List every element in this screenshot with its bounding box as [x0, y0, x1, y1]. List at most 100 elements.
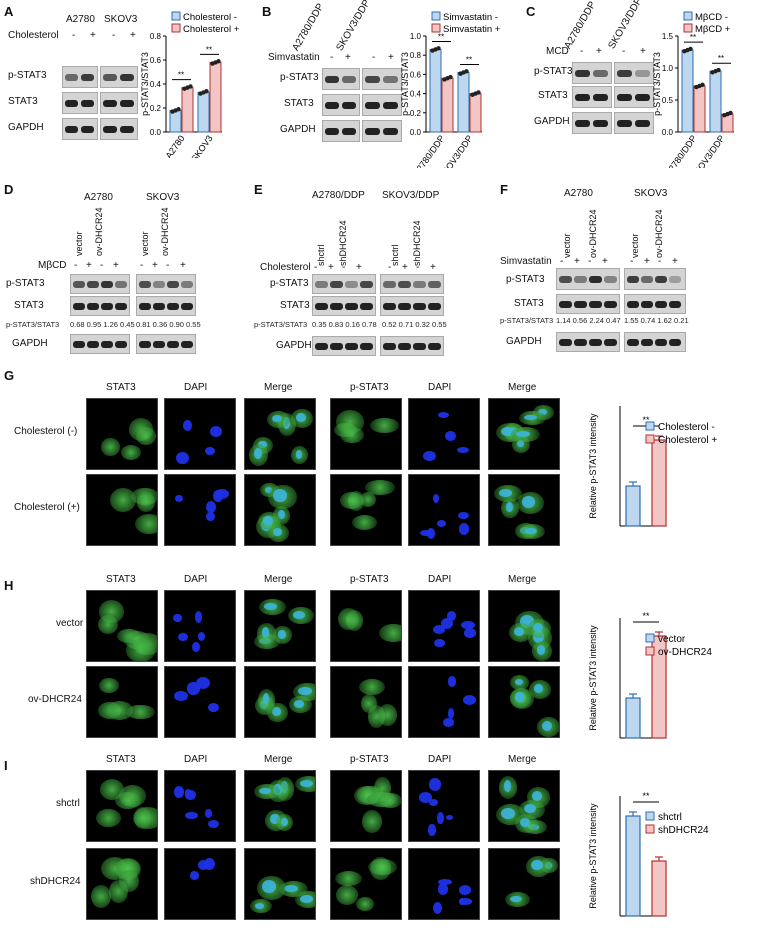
plus-sign: +	[640, 46, 646, 57]
cell-line-label: SKOV3/DDP	[382, 190, 440, 201]
western-blot	[70, 334, 130, 354]
data-point	[216, 59, 221, 64]
y-tick-label: 0.6	[410, 70, 422, 79]
blot-row-label: STAT3	[284, 98, 314, 109]
cell-line-label: A2780	[66, 14, 95, 25]
ratio-values: 1.55 0.74 1.62 0.21	[624, 316, 689, 325]
y-tick-label: 1.5	[662, 32, 674, 41]
fluorescence-image	[408, 474, 480, 546]
data-point	[436, 46, 441, 51]
western-blot	[614, 86, 654, 108]
y-axis-label: p-STAT3/STAT3	[652, 52, 662, 116]
y-axis-label: p-STAT3/STAT3	[140, 52, 150, 116]
y-tick-label: 0.8	[410, 51, 422, 60]
fluorescence-image	[164, 474, 236, 546]
column-header: p-STAT3	[350, 382, 389, 393]
blot-row-label: GAPDH	[8, 122, 44, 133]
y-tick-label: 0.8	[150, 32, 162, 41]
western-blot	[380, 296, 444, 316]
legend-label: shctrl	[658, 812, 682, 823]
fluorescence-image	[330, 770, 402, 842]
y-axis-label: p-STAT3/STAT3	[400, 52, 410, 116]
plus-sign: +	[113, 260, 119, 271]
bar	[441, 77, 454, 133]
panel-label-e: E	[254, 182, 263, 197]
group-label: vector	[74, 231, 84, 256]
group-label: vector	[562, 233, 572, 258]
minus-sign: -	[140, 260, 144, 271]
legend-label: vector	[658, 634, 686, 645]
cell-line-label: A2780/DDP	[290, 1, 327, 53]
western-blot	[556, 268, 620, 290]
legend-swatch	[645, 646, 655, 656]
minus-sign: -	[112, 30, 116, 41]
bar-chart: 0.00.51.01.5p-STAT3/STAT3**A2780/DDP**SK…	[652, 11, 734, 168]
fluorescence-image	[488, 590, 560, 662]
fluorescence-image	[244, 590, 316, 662]
cell-line-label: SKOV3	[634, 188, 668, 199]
blot-row-label: GAPDH	[280, 124, 316, 135]
blot-row-label: GAPDH	[506, 336, 542, 347]
fluorescence-image	[488, 474, 560, 546]
blot-row-label: p-STAT3	[270, 278, 309, 289]
ratio-values: 0.52 0.71 0.32 0.55	[382, 320, 447, 329]
treatment-label: Cholesterol	[8, 30, 59, 41]
fluorescence-image	[164, 398, 236, 470]
blot-row-label: STAT3	[538, 90, 568, 101]
legend-swatch	[171, 11, 181, 21]
ratio-label: p-STAT3/STAT3	[6, 320, 60, 329]
plus-sign: +	[596, 46, 602, 57]
cell-line-label: SKOV3	[146, 192, 180, 203]
column-header: DAPI	[184, 382, 208, 393]
fluorescence-image	[244, 474, 316, 546]
fluorescence-image	[408, 398, 480, 470]
blot-row-label: GAPDH	[276, 340, 312, 351]
western-blot	[312, 274, 376, 294]
column-header: Merge	[508, 754, 537, 765]
western-blot	[136, 274, 196, 294]
column-header: STAT3	[106, 382, 136, 393]
fluorescence-image	[86, 770, 158, 842]
plus-sign: +	[388, 52, 394, 63]
fluorescence-image	[244, 770, 316, 842]
legend-swatch	[171, 23, 181, 33]
y-tick-label: 0.6	[150, 56, 162, 65]
plus-sign: +	[345, 52, 351, 63]
legend-swatch	[645, 633, 655, 643]
y-tick-label: 0.0	[150, 128, 162, 137]
plus-sign: +	[90, 30, 96, 41]
row-label: shDHCR24	[30, 876, 81, 887]
western-blot	[312, 296, 376, 316]
western-blot	[100, 66, 138, 88]
column-header: Merge	[264, 574, 293, 585]
row-label: vector	[56, 618, 84, 629]
row-label: shctrl	[56, 798, 80, 809]
blot-row-label: p-STAT3	[6, 278, 45, 289]
ratio-values: 0.81 0.36 0.90 0.55	[136, 320, 201, 329]
legend-label: Cholesterol +	[183, 24, 240, 35]
blot-row-label: p-STAT3	[8, 70, 47, 81]
data-point	[716, 67, 721, 73]
western-blot	[136, 296, 196, 316]
ratio-label: p-STAT3/STAT3	[254, 320, 308, 329]
cell-line-label: A2780	[564, 188, 593, 199]
blot-row-label: STAT3	[14, 300, 44, 311]
plus-sign: +	[180, 260, 186, 271]
fluorescence-image	[330, 474, 402, 546]
ratio-label: p-STAT3/STAT3	[500, 316, 554, 325]
column-header: STAT3	[106, 574, 136, 585]
panel-label-i: I	[4, 758, 8, 773]
legend-label: shDHCR24	[658, 825, 709, 836]
legend-swatch	[645, 421, 655, 431]
column-header: Merge	[508, 574, 537, 585]
significance-marker: **	[178, 71, 184, 80]
plus-sign: +	[328, 262, 334, 273]
fluorescence-image	[408, 590, 480, 662]
legend-swatch	[683, 23, 693, 33]
bar-chart: Relative p-STAT3 intensity**shctrlshDHCR…	[588, 791, 709, 917]
bar	[709, 70, 722, 133]
ratio-values: 0.68 0.95 1.26 0.45	[70, 320, 135, 329]
western-blot	[624, 332, 686, 352]
data-point	[700, 82, 705, 87]
western-blot	[624, 294, 686, 314]
